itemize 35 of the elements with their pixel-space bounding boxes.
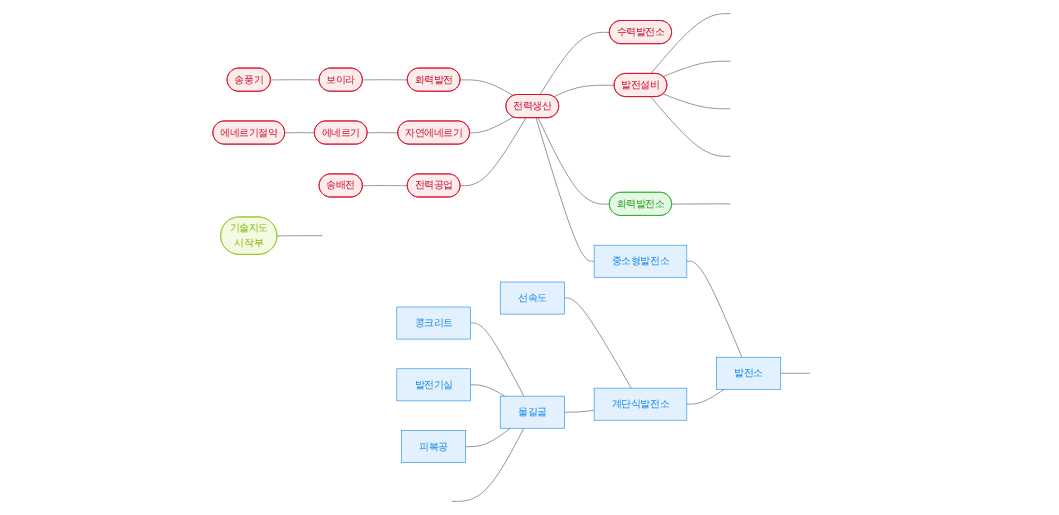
connector (465, 427, 511, 448)
connector (366, 132, 399, 134)
connector (284, 132, 316, 134)
connector (650, 96, 732, 157)
connector (535, 117, 595, 262)
node-box: 발전소 (716, 356, 782, 390)
connector (537, 117, 611, 205)
connector (459, 79, 514, 97)
node-box: 물길굴 (499, 395, 565, 429)
connector (686, 388, 725, 405)
connector (469, 116, 514, 134)
connector (650, 13, 732, 75)
connector (662, 60, 732, 78)
node-box: 피복공 (401, 430, 467, 463)
connector (362, 185, 409, 187)
connector (539, 31, 611, 96)
connector (470, 384, 506, 397)
connector (459, 117, 527, 187)
node-box: 콩크리트 (396, 306, 471, 340)
connector (270, 79, 320, 81)
connector (671, 203, 732, 205)
connector (780, 372, 811, 374)
node-box: 계단식발전소 (593, 387, 688, 421)
connector (563, 297, 632, 389)
connector (362, 79, 409, 81)
node-box: 선속도 (499, 281, 565, 315)
connector (662, 93, 732, 110)
connector (451, 427, 525, 502)
connector (470, 322, 525, 397)
connector (553, 84, 615, 98)
node-box: 발전기실 (396, 368, 471, 402)
connector (563, 409, 595, 413)
node-box: 중소형발전소 (593, 244, 688, 278)
connector (276, 235, 324, 237)
connector (686, 260, 743, 358)
